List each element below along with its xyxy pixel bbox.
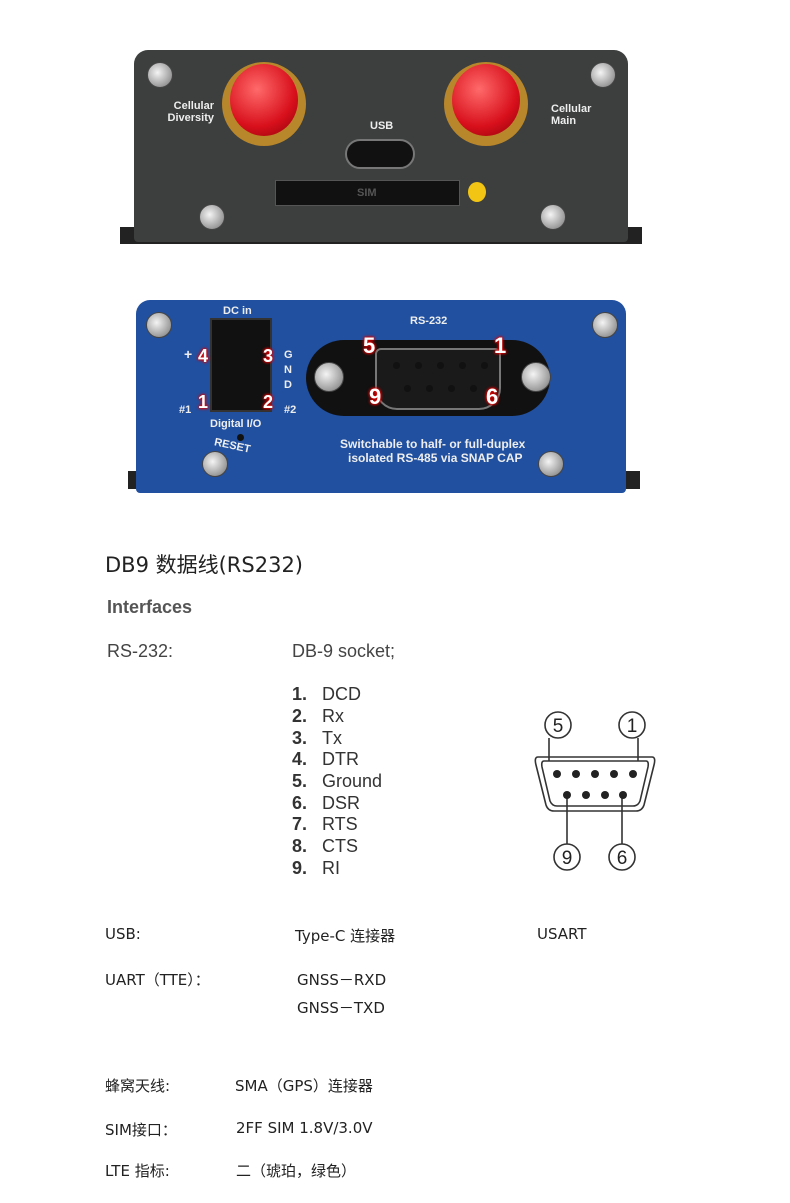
label-hash1: #1 xyxy=(179,404,192,416)
dc-pin-2: 2 xyxy=(263,392,274,412)
antenna-diversity-cap xyxy=(230,64,298,136)
uart-value-rxd: GNSS－RXD xyxy=(297,971,387,989)
screw-icon xyxy=(147,62,173,88)
screw-icon xyxy=(146,312,172,338)
section-heading: DB9 数据线(RS232) xyxy=(105,553,304,577)
dc-pin-4: 4 xyxy=(198,346,209,366)
db9-pin-5: 5 xyxy=(363,333,376,358)
diagram-label-9: 9 xyxy=(562,848,573,869)
list-item: 1.DCD xyxy=(292,684,361,704)
antenna-main-cap xyxy=(452,64,520,136)
list-item: 7.RTS xyxy=(292,814,358,834)
interfaces-title: Interfaces xyxy=(107,597,193,617)
front-panel-photo: Cellular Diversity Cellular Main USB SIM xyxy=(120,50,642,246)
dc-connector xyxy=(210,318,272,412)
list-item: 5.Ground xyxy=(292,771,383,791)
list-item: 9.RI xyxy=(292,858,340,878)
rear-panel-photo: DC in 4 3 1 2 + GND #1 #2 Digital I/O RE… xyxy=(128,300,640,494)
label-dc-in: DC in xyxy=(223,305,252,317)
reset-button xyxy=(237,434,244,441)
dc-pin-1: 1 xyxy=(198,392,209,412)
db9-pin-9: 9 xyxy=(369,384,382,409)
label-digital-io: Digital I/O xyxy=(210,418,262,430)
lte-value: 二（琥珀，绿色） xyxy=(236,1162,357,1180)
diagram-label-5: 5 xyxy=(553,716,564,737)
sim-value: 2FF SIM 1.8V/3.0V xyxy=(236,1119,373,1137)
dc-pin-3: 3 xyxy=(263,346,274,366)
label-gnd: GND xyxy=(284,349,293,391)
usb-value: Type-C 连接器 xyxy=(295,927,396,945)
screw-icon xyxy=(199,204,225,230)
uart-label: UART（TTE）： xyxy=(105,971,210,989)
screw-icon xyxy=(590,62,616,88)
diagram-label-6: 6 xyxy=(617,848,628,869)
list-item: 3.Tx xyxy=(292,728,342,748)
screw-icon xyxy=(538,451,564,477)
rs232-label: RS-232: xyxy=(107,641,174,661)
db9-pin-1: 1 xyxy=(494,333,507,358)
screw-icon xyxy=(592,312,618,338)
antenna-label: 蜂窝天线: xyxy=(105,1077,171,1095)
label-sim: SIM xyxy=(357,187,377,199)
screw-icon xyxy=(540,204,566,230)
sim-slot xyxy=(275,180,460,206)
lte-label: LTE 指标: xyxy=(105,1162,170,1180)
list-item: 6.DSR xyxy=(292,793,361,813)
rs232-value: DB-9 socket; xyxy=(292,641,396,661)
antenna-value: SMA（GPS）连接器 xyxy=(235,1077,373,1095)
usb-extra: USART xyxy=(537,925,587,943)
caption-line2: isolated RS-485 via SNAP CAP xyxy=(348,451,523,465)
diagram-label-1: 1 xyxy=(627,716,638,737)
db9-socket xyxy=(375,348,501,410)
usb-c-port xyxy=(345,139,415,169)
usb-label: USB: xyxy=(105,925,141,943)
jackscrew-icon xyxy=(314,362,344,392)
screw-icon xyxy=(202,451,228,477)
sim-eject-button xyxy=(468,182,486,202)
label-usb: USB xyxy=(370,120,394,132)
label-cellular-main: Cellular Main xyxy=(551,103,592,127)
list-item: 4.DTR xyxy=(292,749,359,769)
uart-value-txd: GNSS－TXD xyxy=(297,999,385,1017)
label-cellular-diversity: Cellular Diversity xyxy=(167,100,214,124)
label-rs232: RS-232 xyxy=(410,315,448,327)
label-hash2: #2 xyxy=(284,404,297,416)
list-item: 8.CTS xyxy=(292,836,358,856)
db9-diagram: 5 1 9 6 xyxy=(534,711,656,871)
db9-pin-6: 6 xyxy=(486,384,499,409)
caption-line1: Switchable to half- or full-duplex xyxy=(340,437,526,451)
sim-label: SIM接口： xyxy=(105,1121,177,1139)
list-item: 2.Rx xyxy=(292,706,344,726)
label-plus: + xyxy=(184,346,193,362)
jackscrew-icon xyxy=(521,362,551,392)
